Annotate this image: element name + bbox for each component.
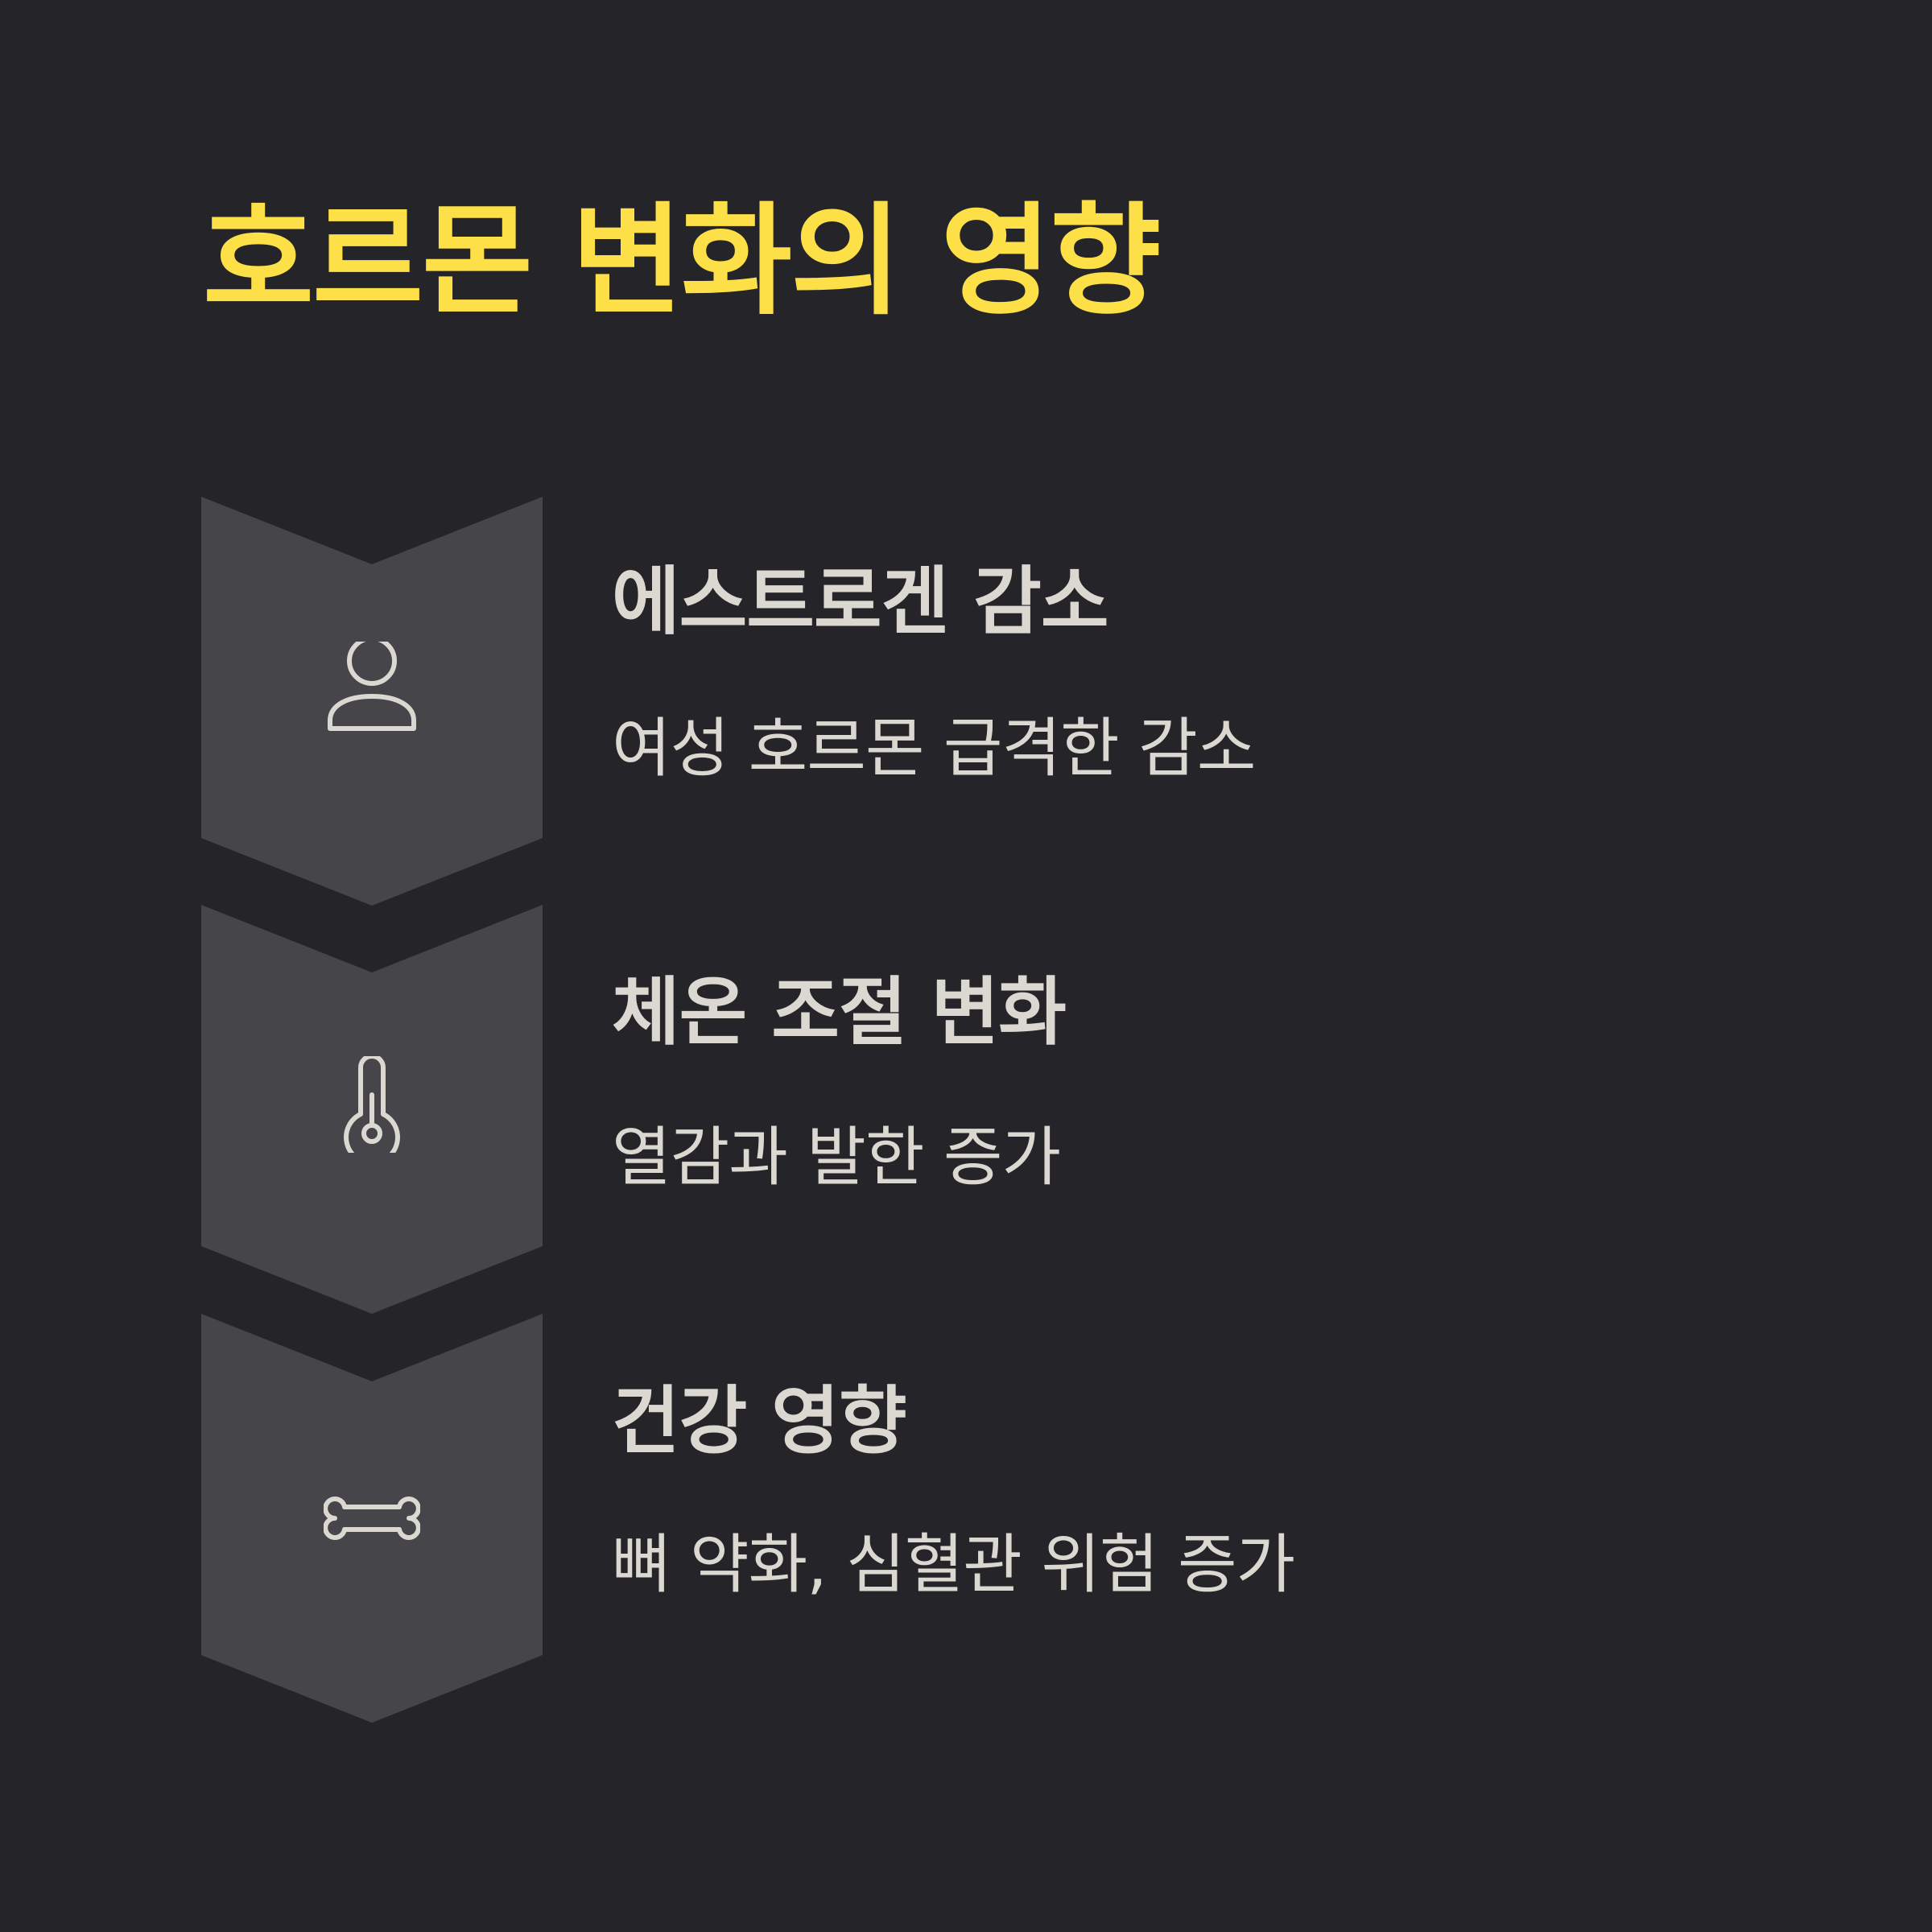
person-icon: [328, 642, 416, 731]
step-2-chevron: [201, 905, 543, 1314]
step-3-description: 뼈 약화, 심혈관 위험 증가: [612, 1527, 1295, 1602]
page-title: 호르몬 변화의 영향: [203, 192, 1161, 332]
thermometer-icon: [344, 1056, 400, 1153]
step-2-title: 체온 조절 변화: [612, 969, 1067, 1055]
step-2-description: 열감과 발한 증가: [612, 1120, 1061, 1195]
chevron-shape: [201, 1314, 543, 1723]
step-3-title: 건강 영향: [612, 1378, 907, 1464]
bone-icon: [324, 1496, 420, 1540]
step-1-chevron: [201, 497, 543, 906]
chevron-shape: [201, 497, 543, 906]
step-1-title: 에스트로겐 감소: [612, 559, 1109, 645]
step-1-description: 여성 호르몬 급격한 감소: [612, 711, 1256, 786]
step-3-chevron: [201, 1314, 543, 1723]
